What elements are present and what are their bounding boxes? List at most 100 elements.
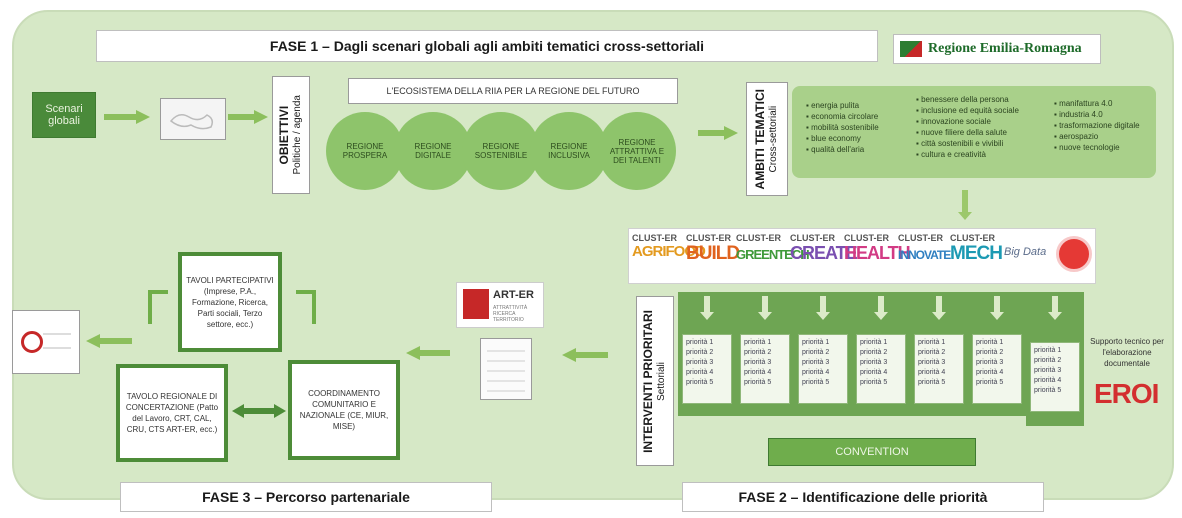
obiettivi-title: OBIETTIVI	[277, 105, 291, 165]
cluster-greentech: CLUST-ER GREENTECH	[736, 233, 810, 279]
ambiti-list-box: energia pulita economia circolare mobili…	[792, 86, 1156, 178]
phase1-title: FASE 1 – Dagli scenari globali agli ambi…	[96, 30, 878, 62]
ambito-item: città sostenibili e vivibili	[916, 138, 1019, 149]
eroi-logo: EROI	[1094, 378, 1159, 409]
cluster-name: AGRIFOOD	[632, 243, 706, 260]
arrow-down-icon	[932, 296, 946, 322]
arter-sub: ATTRATTIVITÀ RICERCA TERRITORIO	[493, 305, 528, 323]
priority-item: priorità 3	[1034, 367, 1062, 374]
priority-item: priorità 4	[744, 369, 772, 376]
priority-item: priorità 1	[1034, 347, 1062, 354]
cluster-prefix: CLUST-ER	[736, 233, 781, 243]
arrow-right-icon	[104, 110, 150, 124]
priority-item: priorità 3	[976, 359, 1004, 366]
priority-item: priorità 3	[918, 359, 946, 366]
cluster-build: CLUST-ER BUILD	[686, 233, 740, 279]
ambiti-col-3: manifattura 4.0 industria 4.0 trasformaz…	[1054, 98, 1140, 153]
ambito-item: nuove filiere della salute	[916, 127, 1019, 138]
cluster-agrifood: CLUST-ER AGRIFOOD	[632, 233, 706, 279]
priority-item: priorità 2	[686, 349, 714, 356]
document-image	[480, 338, 532, 400]
left-logo	[12, 310, 80, 374]
world-map-image	[160, 98, 226, 140]
ambiti-col-1: energia pulita economia circolare mobili…	[806, 100, 879, 155]
cluster-name: HEALTH	[844, 243, 911, 263]
ecosistema-title-box: L'ECOSISTEMA DELLA RIIA PER LA REGIONE D…	[348, 78, 678, 104]
priority-item: priorità 4	[1034, 377, 1062, 384]
priority-item: priorità 5	[918, 379, 946, 386]
world-map-icon	[169, 114, 214, 130]
ambito-item: mobilità sostenibile	[806, 122, 879, 133]
bracket-right	[296, 290, 316, 324]
regione-logo-text: Regione Emilia-Romagna	[928, 41, 1082, 56]
ecosistema-circles: REGIONE PROSPERA REGIONE DIGITALE REGION…	[326, 112, 706, 192]
ambito-item: trasformazione digitale	[1054, 120, 1139, 131]
arrow-right-icon	[698, 126, 738, 140]
ambito-item: industria 4.0	[1054, 109, 1140, 120]
ambiti-title: AMBITI TEMATICI	[753, 88, 767, 190]
cluster-mech: CLUST-ER MECH	[950, 233, 1003, 279]
ambito-item: economia circolare	[806, 111, 879, 122]
arrow-down-icon	[816, 296, 830, 322]
priority-item: priorità 4	[802, 369, 830, 376]
ambito-item: cultura e creatività	[916, 149, 1019, 160]
cluster-prefix: CLUST-ER	[632, 233, 677, 243]
priority-item: priorità 2	[1034, 357, 1062, 364]
priority-item: priorità 3	[802, 359, 830, 366]
cluster-name: INNOVATE	[898, 248, 951, 262]
cluster-prefix: CLUST-ER	[790, 233, 835, 243]
cluster-name: MECH	[950, 243, 1003, 264]
cluster-health: CLUST-ER HEALTH	[844, 233, 911, 279]
ambito-item: energia pulita	[806, 100, 879, 111]
interventi-label: INTERVENTI PRIORITARI Settoriali	[641, 310, 669, 453]
priority-item: priorità 5	[802, 379, 830, 386]
ambiti-label: AMBITI TEMATICI Cross-settoriali	[753, 89, 781, 189]
ambito-item: inclusione ed equità sociale	[916, 105, 1019, 116]
arrow-down-icon	[958, 190, 972, 224]
interventi-title: INTERVENTI PRIORITARI	[641, 309, 655, 453]
priority-item: priorità 1	[686, 339, 714, 346]
priority-item: priorità 5	[860, 379, 888, 386]
left-logo-mark	[21, 331, 43, 353]
priority-item: priorità 1	[860, 339, 888, 346]
priority-item: priorità 2	[802, 349, 830, 356]
phase3-title: FASE 3 – Percorso partenariale	[120, 482, 492, 512]
priority-list: priorità 1 priorità 2 priorità 3 priorità 4…	[1030, 342, 1080, 412]
phase2-title: FASE 2 – Identificazione delle priorità	[682, 482, 1044, 512]
cluster-prefix: CLUST-ER	[950, 233, 995, 243]
priority-item: priorità 2	[744, 349, 772, 356]
ambiti-box: AMBITI TEMATICI Cross-settoriali	[746, 82, 788, 196]
ambito-item: blue economy	[806, 133, 879, 144]
priority-item: priorità 5	[976, 379, 1004, 386]
cluster-name: BUILD	[686, 243, 740, 264]
priority-item: priorità 4	[918, 369, 946, 376]
convention-box: CONVENTION	[768, 438, 976, 466]
ambiti-sub: Cross-settoriali	[768, 105, 779, 173]
coordinamento-box: COORDINAMENTO COMUNITARIO E NAZIONALE (C…	[288, 360, 400, 460]
bracket-left	[148, 290, 168, 324]
circle-regione-prospera: REGIONE PROSPERA	[326, 112, 404, 190]
arrow-down-icon	[990, 296, 1004, 322]
arrow-right-icon	[228, 110, 268, 124]
priority-item: priorità 1	[918, 339, 946, 346]
circle-regione-digitale: REGIONE DIGITALE	[394, 112, 472, 190]
priority-item: priorità 3	[860, 359, 888, 366]
ambito-item: innovazione sociale	[916, 116, 1019, 127]
obiettivi-sub: Politiche / agenda	[292, 95, 303, 175]
circle-regione-attrattiva: REGIONE ATTRATTIVA E DEI TALENTI	[598, 112, 676, 190]
priority-item: priorità 1	[744, 339, 772, 346]
ambito-item: manifattura 4.0	[1054, 98, 1140, 109]
tavoli-partecipativi-box: TAVOLI PARTECIPATIVI (Imprese, P.A., For…	[178, 252, 282, 352]
circle-regione-inclusiva: REGIONE INCLUSIVA	[530, 112, 608, 190]
left-logo-lines	[43, 333, 71, 349]
priority-item: priorità 4	[976, 369, 1004, 376]
arter-logo-mark	[463, 289, 489, 319]
cluster-create: CLUST-ER CREATE	[790, 233, 858, 279]
priority-item: priorità 5	[686, 379, 714, 386]
priority-item: priorità 2	[860, 349, 888, 356]
